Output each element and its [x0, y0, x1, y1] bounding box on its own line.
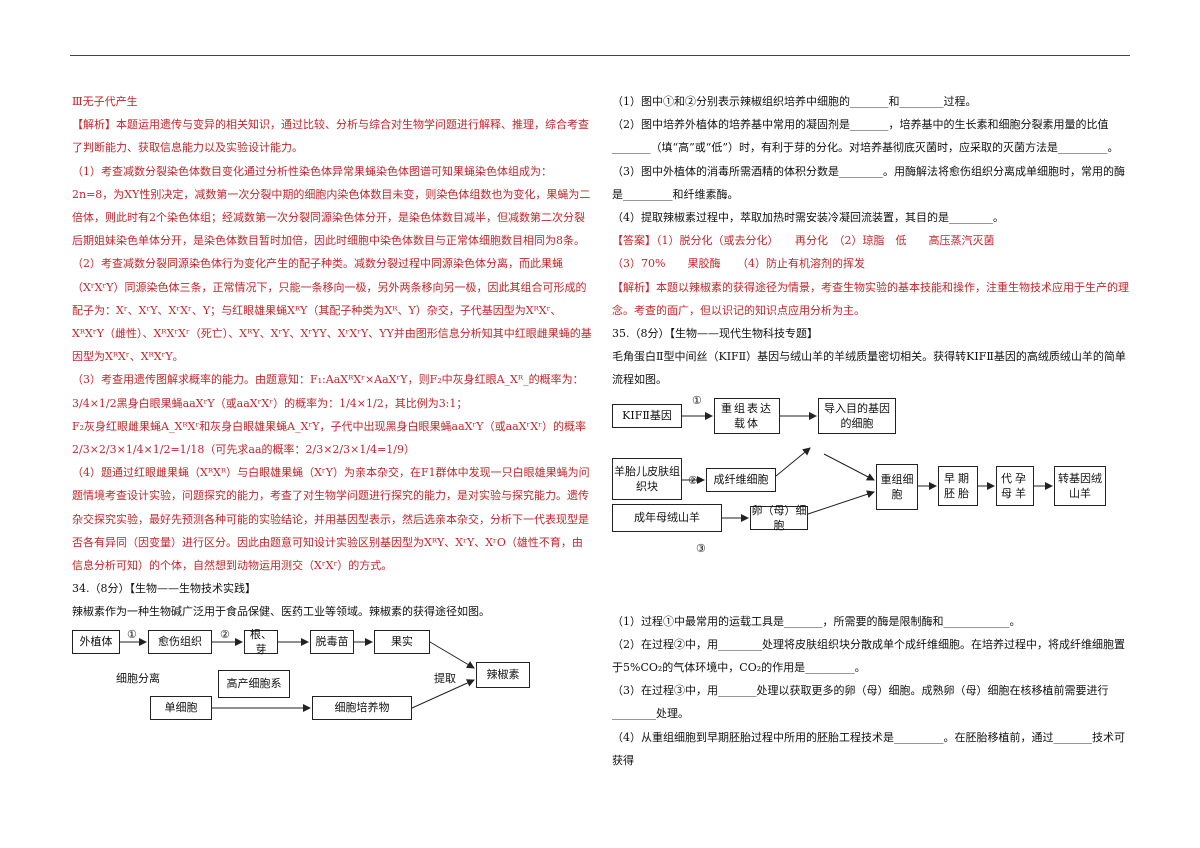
- fibroblast-box: 成纤维细胞: [706, 467, 776, 492]
- oocyte-box: 卵（母）细胞: [750, 503, 808, 532]
- question-35-3: （3）在过程③中，用_______处理以获取更多的卵（母）细胞。成熟卵（母）细胞…: [612, 684, 1109, 721]
- early-embryo-box: 早期胚胎: [938, 465, 978, 506]
- recombinant-vector-box: 重组表达载体: [714, 397, 780, 434]
- header-rule: [70, 55, 1130, 56]
- paragraph: 辣椒素作为一种生物碱广泛用于食品保健、医药工业等领域。辣椒素的获得途径如图。: [72, 605, 490, 619]
- right-column: （1）图中①和②分别表示辣椒组织培养中细胞的_______和________过程…: [612, 90, 1132, 772]
- paragraph: （1）考查减数分裂染色体数目变化通过分析性染色体异常果蝇染色体图谱可知果蝇染色体…: [72, 164, 591, 248]
- single-cell-box: 单细胞: [150, 695, 212, 720]
- paragraph: （3）考查用遗传图解求概率的能力。由题意知：F₁:AaXᴿXʳ×AaXʳY，则F…: [72, 373, 584, 410]
- transgenic-goat-box: 转基因绒山羊: [1054, 465, 1106, 506]
- callus-box: 愈伤组织: [148, 629, 212, 654]
- explant-box: 外植体: [72, 629, 120, 654]
- question-35-1: （1）过程①中最常用的运载工具是_______，所需要的酶是限制酶和______…: [612, 614, 1021, 628]
- question-35-2: （2）在过程②中，用________处理将皮肤组织块分散成单个成纤维细胞。在培养…: [612, 637, 1125, 675]
- reconstructed-cell-box: 重组细胞: [876, 463, 918, 510]
- capsaicin-flow-diagram: 外植体 ① 愈伤组织 ② 根、芽 脱毒苗 果实 辣椒素 细胞分离 高产细胞系 提…: [72, 628, 592, 738]
- step-2-label: ②: [688, 473, 698, 487]
- paragraph: Ⅲ无子代产生: [72, 95, 138, 108]
- step-3-label: ③: [696, 541, 706, 555]
- transgenic-goat-flow-diagram: KIFⅡ基因 ① 重组表达载体 导入目的基因的细胞 羊胎儿皮肤组织块 ② 成纤维…: [612, 393, 1132, 610]
- kif-gene-box: KIFⅡ基因: [612, 403, 682, 428]
- capsaicin-box: 辣椒素: [476, 661, 530, 688]
- left-column: Ⅲ无子代产生 【解析】本题运用遗传与变异的相关知识，通过比较、分析与综合对生物学…: [72, 90, 592, 738]
- question-35-4: （4）从重组细胞到早期胚胎过程中所用的胚胎工程技术是_________。在胚胎移…: [612, 730, 1125, 767]
- paragraph: （2）考查减数分裂同源染色体行为变化产生的配子种类。减数分裂过程中同源染色体分离…: [72, 257, 592, 364]
- answer-34: 【答案】（1）脱分化（或去分化） 再分化 （2）琼脂 低 高压蒸汽灭菌: [612, 234, 995, 248]
- step-1-label: ①: [127, 627, 137, 641]
- cell-culture-box: 细胞培养物: [312, 695, 412, 720]
- root-bud-box: 根、芽: [244, 628, 278, 656]
- question-34-3: （3）图中外植体的消毒所需酒精的体积分数是________。用酶解法将愈伤组织分…: [612, 164, 1125, 201]
- question-34-title: 34.（8分）【生物——生物技术实践】: [72, 582, 256, 596]
- fruit-box: 果实: [374, 629, 430, 654]
- virus-free-box: 脱毒苗: [310, 629, 354, 654]
- flow-arrows: [120, 637, 475, 712]
- answer-34-cont: （3）70% 果胶酶 （4）防止有机溶剂的挥发: [612, 257, 865, 271]
- surrogate-mother-box: 代孕母羊: [996, 465, 1034, 506]
- paragraph: 【解析】本题运用遗传与变异的相关知识，通过比较、分析与综合对生物学问题进行解释、…: [72, 118, 589, 155]
- high-yield-cell-line-box: 高产细胞系: [218, 669, 290, 698]
- cell-separation-label: 细胞分离: [116, 671, 160, 685]
- step-1-label: ①: [692, 393, 702, 407]
- step-2-label: ②: [220, 627, 230, 641]
- target-gene-cell-box: 导入目的基因的细胞: [818, 397, 896, 434]
- question-35-title: 35.（8分）【生物——现代生物科技专题】: [612, 327, 818, 341]
- fetal-skin-tissue-box: 羊胎儿皮肤组织块: [612, 457, 682, 500]
- analysis-34: 【解析】本题以辣椒素的获得途径为情景，考查生物实验的基本技能和操作，注重生物技术…: [612, 280, 1129, 317]
- question-34-2: （2）图中培养外植体的培养基中常用的凝固剂是_______，培养基中的生长素和细…: [612, 118, 1119, 155]
- paragraph: （4）题通过红眼雌果蝇（XᴿXᴿ）与白眼雄果蝇（XʳY）为亲本杂交，在F1群体中…: [72, 466, 590, 573]
- question-34-4: （4）提取辣椒素过程中，萃取加热时需安装冷凝回流装置，其目的是________。: [612, 211, 1004, 225]
- paragraph: 毛角蛋白Ⅱ型中间丝（KIFⅡ）基因与绒山羊的羊绒质量密切相关。获得转KIFⅡ基因…: [612, 350, 1126, 387]
- question-34-1: （1）图中①和②分别表示辣椒组织培养中细胞的_______和________过程…: [612, 95, 977, 108]
- extract-label: 提取: [434, 671, 456, 685]
- adult-female-goat-box: 成年母绒山羊: [612, 503, 722, 532]
- flow-arrows: [682, 411, 1053, 522]
- paragraph: F₂灰身红眼雌果蝇A_XᴿXʳ和灰身白眼雄果蝇A_XʳY，子代中出现黑身白眼果蝇…: [72, 419, 586, 457]
